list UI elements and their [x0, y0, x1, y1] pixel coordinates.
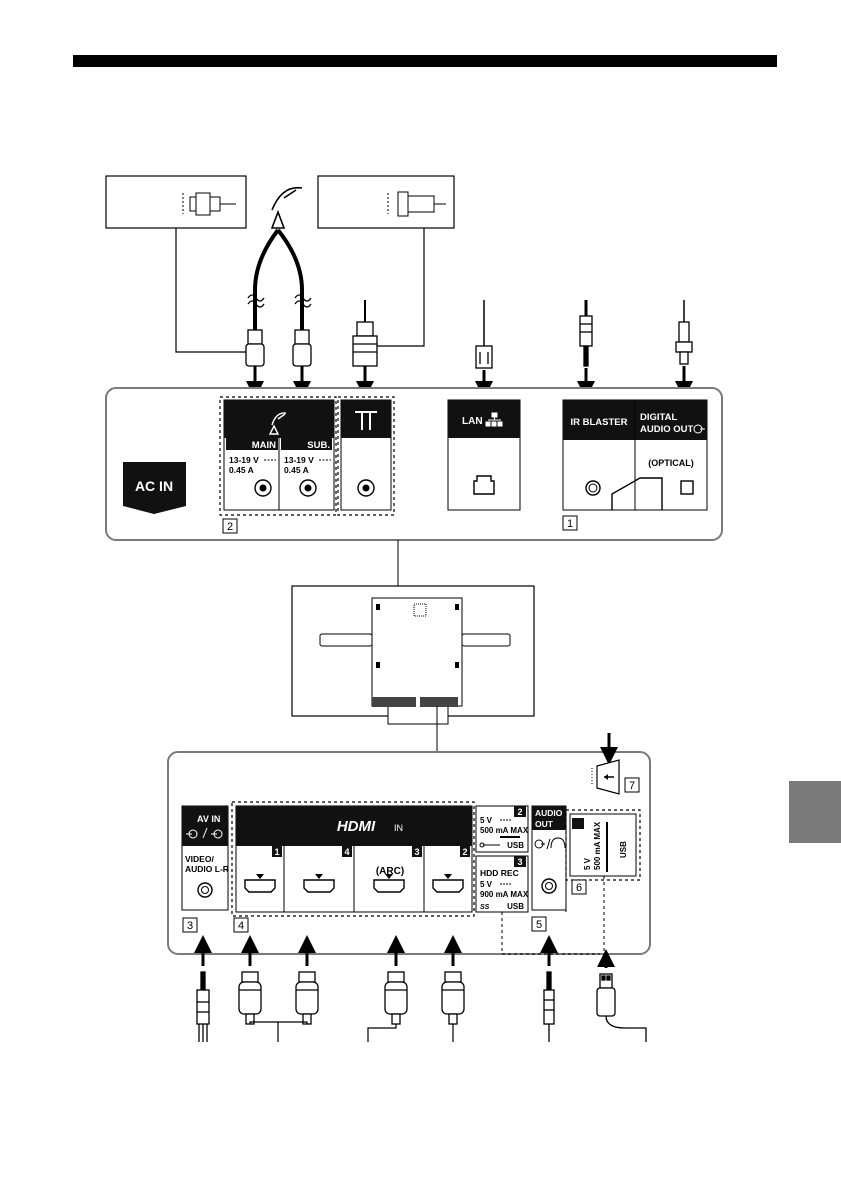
- audio-out-label-2: OUT: [535, 819, 554, 829]
- callout-1: 1: [567, 518, 573, 530]
- hdmi-in-label: IN: [394, 823, 403, 833]
- usb3-label: USB: [507, 902, 524, 911]
- hdmi-socket-4[interactable]: [433, 880, 463, 892]
- aerial-terminal: [341, 400, 391, 510]
- hdmi-port-number-4: 2: [462, 847, 467, 857]
- hdmi-plug-icon: [239, 972, 261, 1024]
- av-in-socket[interactable]: [198, 883, 212, 897]
- usb2-number: 2: [517, 807, 522, 817]
- hdmi-port-number-2: 4: [344, 847, 349, 857]
- hdmi-plug-icon: [385, 972, 407, 1024]
- usb3-rating-v: 5 V: [480, 880, 493, 889]
- callout-7: 7: [629, 780, 635, 792]
- optical-label: (OPTICAL): [648, 458, 694, 468]
- video-audio-label-1: VIDEO/: [185, 854, 214, 864]
- aerial-plug-icon: [353, 300, 377, 366]
- hdmi-plug-icon: [296, 972, 318, 1024]
- ac-in-label: AC IN: [135, 478, 173, 494]
- hdmi-socket-3[interactable]: [374, 880, 404, 892]
- hdmi-logo: HDMI: [337, 818, 376, 835]
- usb3-number: 3: [517, 857, 522, 867]
- digital-audio-label-1: DIGITAL: [640, 412, 677, 423]
- lan-label: LAN: [462, 416, 483, 427]
- hdmi-socket-2[interactable]: [304, 880, 334, 892]
- sat-sub-plug-icon: [293, 330, 311, 366]
- usb-plug-icon: [597, 974, 646, 1042]
- av-plug-icon: [197, 972, 209, 1042]
- av-in-label: AV IN: [197, 814, 220, 824]
- audio-out-socket[interactable]: [542, 879, 556, 893]
- usb1-rating-v: 5 V: [583, 857, 592, 870]
- usb2-rating-ma: 500 mA MAX: [480, 826, 529, 835]
- usb3-rating-ma: 900 mA MAX: [480, 890, 529, 899]
- digital-audio-out-terminal: DIGITAL AUDIO OUT (OPTICAL): [635, 400, 707, 510]
- callout-2: 2: [227, 521, 233, 533]
- ac-in-badge: AC IN: [123, 462, 186, 514]
- sat-main-rating-v: 13-19 V: [229, 455, 259, 465]
- usb1-label: USB: [619, 841, 628, 858]
- page-header-bar: [73, 55, 777, 67]
- optical-socket[interactable]: [681, 481, 693, 494]
- callout-3: 3: [187, 920, 193, 932]
- satellite-cables: [255, 230, 302, 330]
- callout-6: 6: [576, 882, 582, 894]
- ir-blaster-terminal: IR BLASTER: [563, 400, 635, 510]
- sat-sub-rating-v: 13-19 V: [284, 455, 314, 465]
- audio-out-plug-icon: [544, 972, 554, 1042]
- sat-sub-rating-a: 0.45 A: [284, 465, 309, 475]
- cable-connector-box: [318, 176, 454, 228]
- av-in-terminal: AV IN VIDEO/ AUDIO L-R: [182, 806, 229, 910]
- satellite-connector-box: [106, 176, 246, 228]
- optical-plug-icon: [676, 300, 692, 364]
- usb1-rating-ma: 500 mA MAX: [593, 821, 602, 870]
- audio-out-terminal: AUDIO OUT: [532, 806, 566, 910]
- digital-audio-label-2: AUDIO OUT: [640, 424, 694, 435]
- ir-blaster-plug-icon: [580, 300, 592, 366]
- hdmi-cable-lines: [250, 1022, 453, 1042]
- usb2-rating-v: 5 V: [480, 816, 493, 825]
- usb2-terminal: 2 5 V 500 mA MAX USB: [476, 806, 529, 852]
- sat-main-label: MAIN: [252, 440, 276, 451]
- video-audio-label-2: AUDIO L-R: [185, 864, 229, 874]
- lan-socket[interactable]: [474, 476, 494, 494]
- usb2-label: USB: [507, 841, 524, 850]
- lan-plug-icon: [476, 300, 492, 368]
- hdmi-port-number-3: 3: [414, 847, 419, 857]
- satellite-dish-icon: [272, 188, 302, 228]
- callout-4: 4: [238, 920, 244, 932]
- usb1-terminal: 5 V 500 mA MAX USB: [570, 814, 636, 876]
- tv-rear-illustration: [292, 586, 534, 724]
- ir-blaster-socket[interactable]: [586, 481, 600, 495]
- usb3-hdd-rec-terminal: 3 HDD REC 5 V 900 mA MAX USB SS: [476, 856, 529, 912]
- usb3-title: HDD REC: [480, 868, 519, 878]
- hdmi-plug-icon: [442, 972, 464, 1024]
- callout-5: 5: [536, 919, 542, 931]
- svg-text:SS: SS: [480, 904, 490, 911]
- hdmi-port-number-1: 1: [274, 847, 279, 857]
- sat-main-rating-a: 0.45 A: [229, 465, 254, 475]
- lan-terminal: LAN: [448, 400, 520, 510]
- satellite-terminal-block: MAIN SUB. 13-19 V 0.45 A 13-19 V 0.45 A: [224, 400, 334, 510]
- hdmi-socket-1[interactable]: [245, 880, 275, 892]
- section-tab: [789, 781, 841, 843]
- sat-main-plug-icon: [246, 330, 264, 366]
- audio-out-label-1: AUDIO: [535, 808, 563, 818]
- ir-blaster-label: IR BLASTER: [571, 417, 628, 428]
- sat-sub-label: SUB.: [307, 440, 330, 451]
